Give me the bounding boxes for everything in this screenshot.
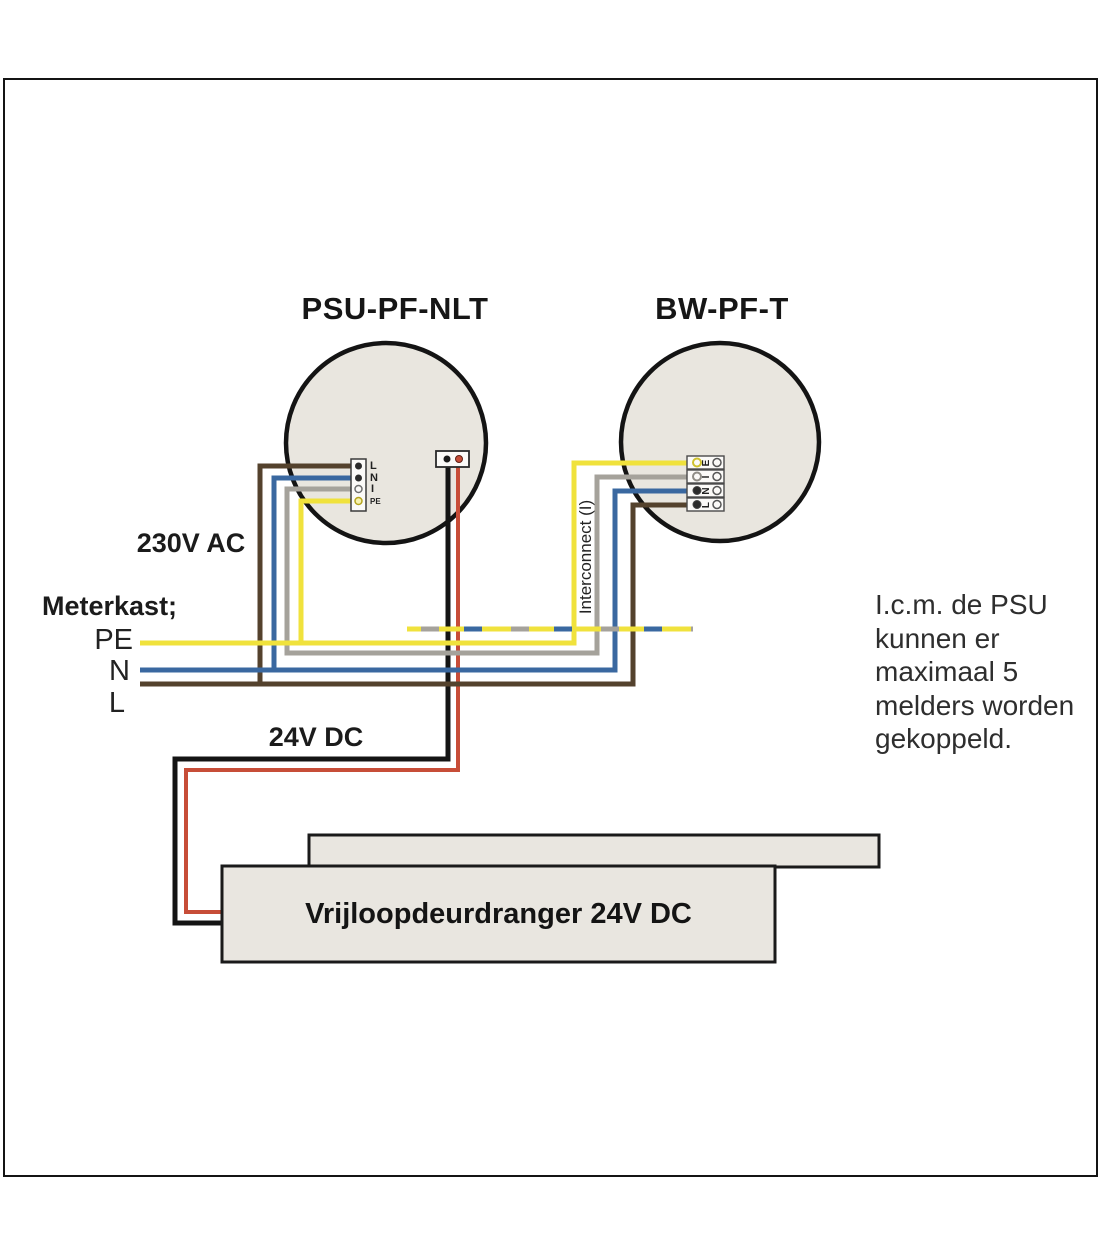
psu-terminal-label-l: L	[370, 460, 377, 472]
wire-interconnect-gray	[284, 474, 688, 656]
bw-dot-right-i	[712, 471, 722, 482]
wire-l-brown-main	[140, 502, 688, 687]
psu-24v-dot-minus	[443, 455, 451, 463]
bw-dot-right-n	[712, 485, 722, 496]
psu-device-circle	[283, 340, 489, 546]
psu-terminal-label-i: I	[371, 483, 375, 495]
bw-dot-left-l	[692, 500, 702, 509]
meterkast-line-l: L	[108, 687, 125, 719]
bw-dot-right-l	[712, 499, 722, 510]
label-24v-dc: 24V DC	[268, 722, 364, 752]
meterkast-line-pe: PE	[94, 624, 133, 656]
diagram-border-frame	[3, 78, 1098, 1177]
psu-note-line: gekoppeld.	[875, 723, 1013, 754]
bw-terminal-label-n: N	[701, 486, 712, 495]
psu-terminal-dot-n	[355, 474, 362, 482]
psu-terminal-dot-l	[355, 462, 362, 470]
psu-24v-dot-plus	[455, 455, 463, 463]
door-closer-back-box	[307, 833, 881, 869]
psu-terminal-label-pe: PE	[370, 497, 381, 506]
label-230v-ac: 230V AC	[136, 528, 246, 558]
psu-note-line: I.c.m. de PSU	[875, 589, 1048, 620]
psu-terminal-dot-i	[354, 484, 363, 494]
wire-pe-yellow-psu-branch	[298, 498, 351, 643]
bw-terminal-label-e: E	[701, 459, 712, 466]
bw-terminal-label-l: L	[701, 501, 712, 508]
wire-24v-minus-black	[172, 465, 451, 926]
wire-n-blue-psu-branch	[271, 475, 351, 670]
door-closer-label: Vrijloopdeurdranger 24V DC	[305, 897, 692, 930]
label-meterkast: Meterkast;	[42, 591, 178, 621]
wire-pe-yellow-main	[140, 460, 688, 646]
psu-note-line: kunnen er	[875, 622, 1000, 654]
wire-l-brown-psu-branch	[257, 463, 351, 684]
meterkast-line-n: N	[109, 655, 130, 687]
psu-terminal-label-n: N	[370, 472, 378, 484]
bw-terminal-label-i: I	[701, 475, 712, 478]
psu-24v-output-block	[435, 450, 470, 468]
psu-note: I.c.m. de PSU kunnen er maximaal 5 melde…	[875, 588, 1095, 756]
door-closer-front-box	[220, 864, 777, 964]
wire-n-blue-main	[140, 488, 688, 673]
bw-dot-right-e	[712, 457, 722, 468]
psu-note-line: melders worden	[875, 689, 1075, 721]
bw-dot-left-i	[692, 471, 702, 482]
psu-title: PSU-PF-NLT	[301, 291, 489, 326]
bw-dot-left-e	[692, 457, 702, 468]
psu-note-line: maximaal 5	[875, 656, 1019, 687]
bw-title: BW-PF-T	[655, 291, 789, 326]
label-interconnect: Interconnect (I)	[576, 499, 595, 615]
bw-dot-left-n	[692, 486, 702, 495]
psu-terminal-dot-pe	[354, 496, 363, 506]
